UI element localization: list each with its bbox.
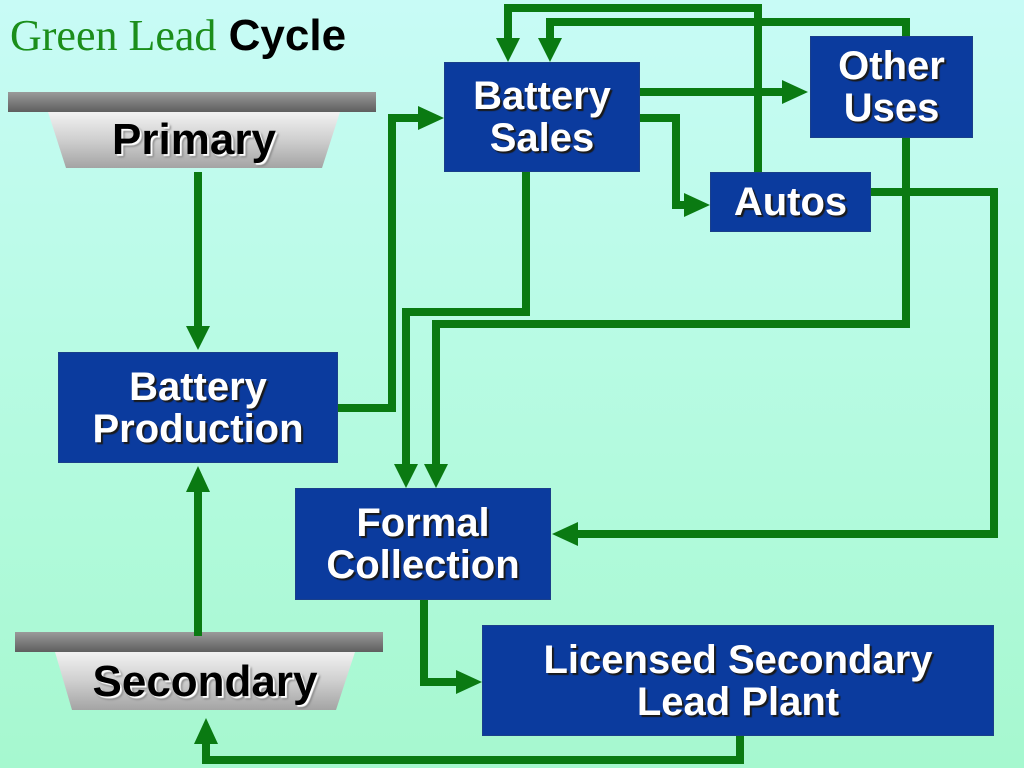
flow-other-uses-to-collection [432, 138, 910, 464]
flow-autos-to-collection [578, 188, 998, 538]
primary-pedestal-body [48, 112, 340, 168]
battery-production-label-line1: Battery [129, 364, 267, 409]
arrowhead-down-icon [394, 464, 418, 488]
primary-label: Primary [112, 115, 276, 164]
arrowhead-down-icon [424, 464, 448, 488]
battery-production-box: Battery Production [58, 352, 338, 463]
battery-sales-label-line2: Sales [489, 116, 595, 160]
battery-production-label-line2: Production [92, 406, 304, 451]
flow-collection-to-plant [420, 600, 456, 686]
flow-sales-to-collection [402, 172, 530, 464]
formal-collection-label-line1: Formal [356, 501, 490, 545]
autos-box: Autos [710, 172, 871, 232]
arrowhead-up-icon [194, 718, 218, 744]
formal-collection-label-line2: Collection [326, 543, 520, 587]
arrowhead-down-icon [186, 326, 210, 350]
flow-sales-to-autos [640, 114, 684, 209]
arrowhead-down-icon [496, 38, 520, 62]
arrowhead-right-icon [782, 80, 808, 104]
arrowhead-up-icon [186, 466, 210, 492]
arrowhead-right-icon [456, 670, 482, 694]
licensed-plant-label-line1: Licensed Secondary [543, 637, 933, 682]
flow-plant-to-secondary [202, 736, 744, 764]
other-uses-label-line2: Uses [843, 86, 940, 130]
arrowhead-right-icon [684, 193, 710, 217]
flow-production-to-sales [338, 114, 418, 412]
primary-pedestal-bar [8, 92, 376, 112]
arrowhead-left-icon [552, 522, 578, 546]
autos-label: Autos [733, 180, 848, 224]
title-cycle: Cycle [228, 11, 347, 60]
arrowhead-down-icon [538, 38, 562, 62]
secondary-pedestal-body [55, 652, 355, 710]
secondary-pedestal [15, 632, 383, 710]
page-title: Green Lead Cycle [10, 8, 346, 64]
licensed-plant-box: Licensed Secondary Lead Plant [482, 625, 994, 736]
title-green-lead: Green Lead [10, 11, 217, 60]
licensed-plant-label-line2: Lead Plant [636, 679, 840, 724]
formal-collection-box: Formal Collection [295, 488, 551, 600]
primary-pedestal [8, 92, 376, 168]
flow-other-uses-to-sales [546, 18, 910, 38]
secondary-pedestal-bar [15, 632, 383, 652]
other-uses-label-line1: Other [838, 44, 945, 88]
other-uses-box: Other Uses [810, 36, 973, 138]
secondary-label: Secondary [92, 657, 318, 706]
battery-sales-box: Battery Sales [444, 62, 640, 172]
arrowhead-right-icon [418, 106, 444, 130]
battery-sales-label-line1: Battery [473, 74, 611, 118]
flow-autos-to-sales [504, 4, 762, 172]
